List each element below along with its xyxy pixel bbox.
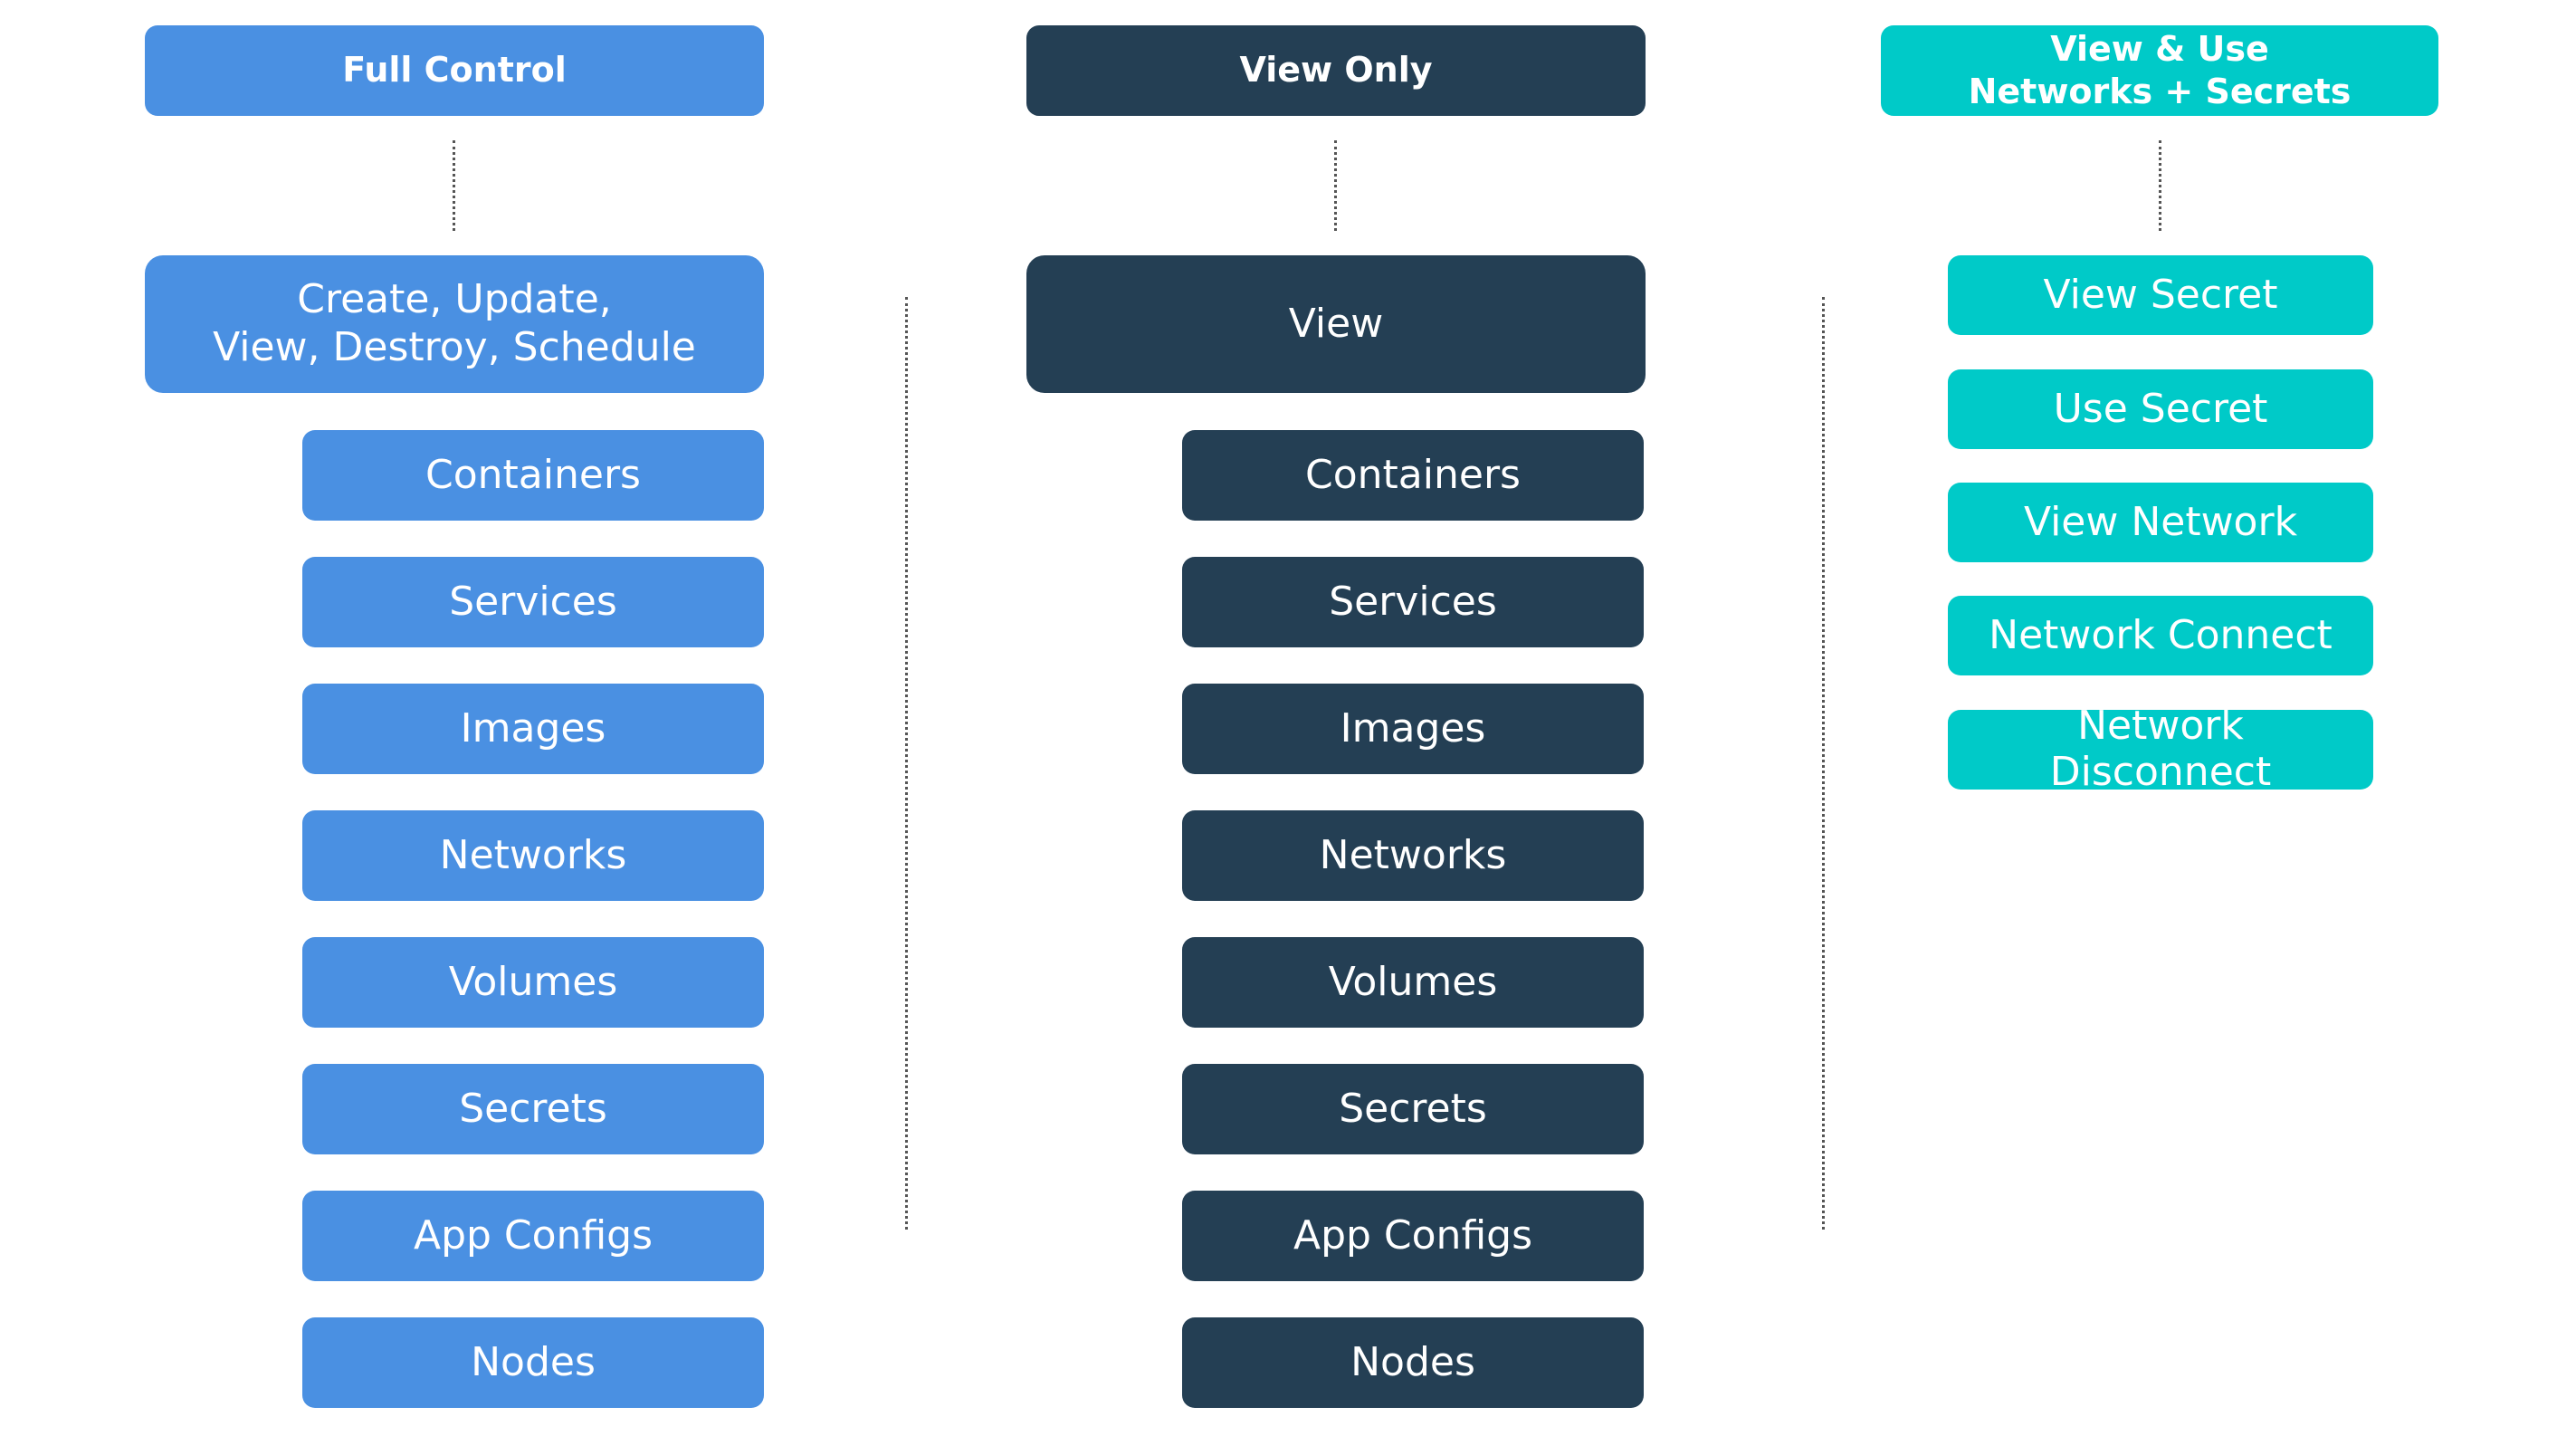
view-only-item-volumes: Volumes — [1182, 937, 1644, 1028]
view-only-actions: View — [1026, 255, 1646, 393]
full-control-item-services: Services — [302, 557, 764, 647]
full-control-item-app-configs: App Configs — [302, 1191, 764, 1281]
view-use-header: View & Use Networks + Secrets — [1881, 25, 2438, 116]
view-only-item-secrets: Secrets — [1182, 1064, 1644, 1154]
column-separator-2 — [1822, 297, 1825, 1230]
view-only-item-nodes: Nodes — [1182, 1317, 1644, 1408]
full-control-item-networks: Networks — [302, 810, 764, 901]
full-control-item-containers: Containers — [302, 430, 764, 521]
view-only-item-images: Images — [1182, 684, 1644, 774]
perm-use-secret: Use Secret — [1948, 369, 2373, 449]
perm-network-connect: Network Connect — [1948, 596, 2373, 675]
full-control-item-nodes: Nodes — [302, 1317, 764, 1408]
full-control-item-volumes: Volumes — [302, 937, 764, 1028]
perm-view-secret: View Secret — [1948, 255, 2373, 335]
view-use-connector — [2159, 140, 2161, 231]
full-control-connector — [453, 140, 455, 231]
view-only-connector — [1334, 140, 1337, 231]
view-only-header: View Only — [1026, 25, 1646, 116]
perm-network-disconnect: Network Disconnect — [1948, 710, 2373, 790]
view-only-item-containers: Containers — [1182, 430, 1644, 521]
view-only-item-services: Services — [1182, 557, 1644, 647]
full-control-header: Full Control — [145, 25, 764, 116]
full-control-item-secrets: Secrets — [302, 1064, 764, 1154]
view-only-item-app-configs: App Configs — [1182, 1191, 1644, 1281]
full-control-item-images: Images — [302, 684, 764, 774]
full-control-actions: Create, Update, View, Destroy, Schedule — [145, 255, 764, 393]
column-separator-1 — [905, 297, 908, 1230]
view-only-item-networks: Networks — [1182, 810, 1644, 901]
perm-view-network: View Network — [1948, 483, 2373, 562]
